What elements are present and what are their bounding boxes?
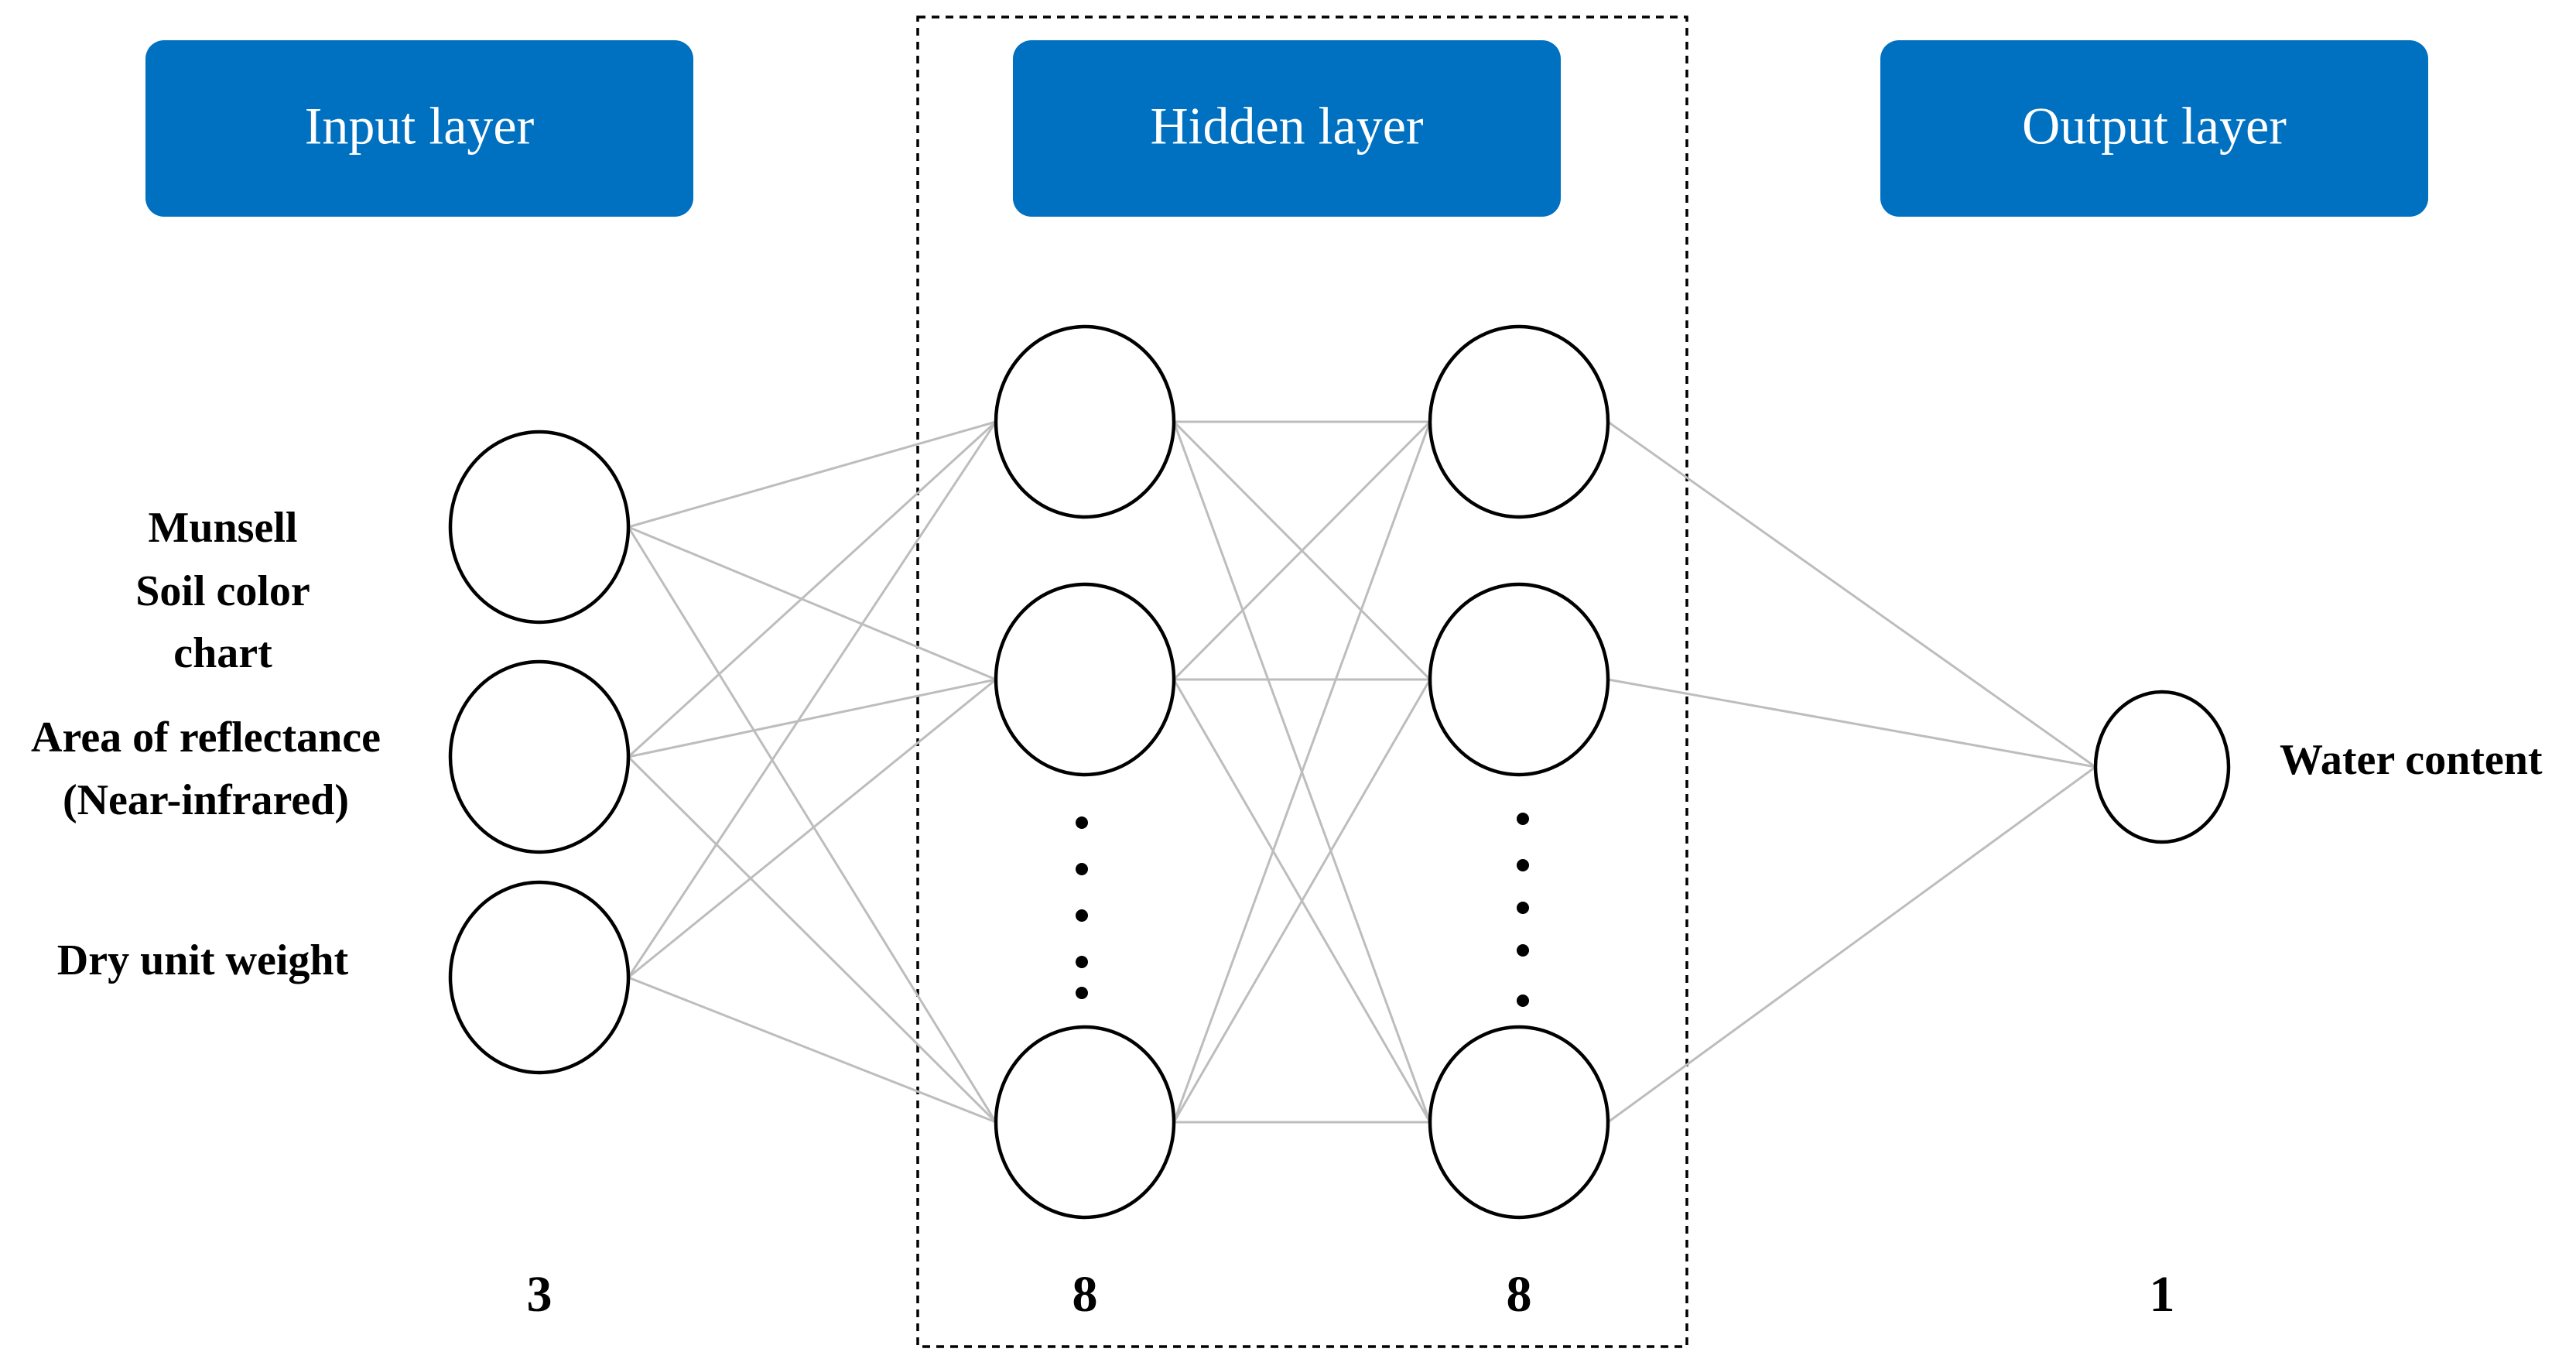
hidden-1-neuron-2 [994, 582, 1176, 777]
hidden-1-neuron-3 [994, 1025, 1176, 1220]
connection-hidden-1-2-to-hidden-2-1 [1172, 420, 1432, 681]
hidden-layer-title: Hidden layer [1150, 97, 1423, 156]
connections [627, 420, 2096, 1124]
water-content-label: Water content [2280, 736, 2543, 784]
hidden-layer-frame [916, 15, 1688, 1348]
connection-input-2-to-hidden-1-2 [628, 678, 997, 758]
connection-input-1-to-hidden-1-3 [627, 526, 997, 1123]
munsell-label-line2: Soil color [135, 567, 310, 615]
reflectance-label-line2: (Near-infrared) [63, 776, 349, 824]
munsell-label-line3: chart [173, 629, 272, 677]
connection-input-2-to-hidden-1-1 [627, 420, 997, 758]
reflectance-label-line1: Area of reflectance [31, 714, 381, 762]
connection-input-3-to-hidden-1-1 [627, 421, 997, 978]
hidden-layer-2-count: 8 [1507, 1266, 1532, 1323]
input-neuron-2 [448, 659, 631, 854]
output-layer-title: Output layer [2022, 97, 2287, 156]
input-layer-header: Input layer [145, 40, 693, 217]
munsell-label-line1: Munsell [149, 504, 298, 552]
hidden-2-neuron-2 [1428, 582, 1610, 777]
output-layer-header: Output layer [1880, 40, 2428, 217]
hidden-1-neuron-1 [994, 324, 1176, 519]
input-neuron-3 [448, 880, 631, 1075]
connection-hidden-2-2-to-output-1 [1607, 678, 2096, 769]
connection-hidden-2-3-to-output-1 [1607, 765, 2096, 1124]
hidden-1-ellipsis [1076, 816, 1088, 999]
connection-hidden-1-3-to-hidden-2-1 [1172, 421, 1432, 1123]
connection-input-2-to-hidden-1-3 [627, 755, 997, 1124]
output-neuron-1 [2093, 690, 2231, 844]
connection-hidden-2-1-to-output-1 [1607, 420, 2096, 769]
input-neuron-1 [448, 430, 631, 625]
hidden-2-neuron-3 [1428, 1025, 1610, 1220]
input-labels: Munsell Soil color chart Area of reflect… [31, 504, 381, 984]
hidden-2-ellipsis [1517, 813, 1529, 1007]
input-layer-count: 3 [527, 1266, 552, 1323]
neurons [448, 324, 2231, 1220]
output-layer-count: 1 [2150, 1266, 2175, 1323]
hidden-layer-1-count: 8 [1072, 1266, 1098, 1323]
hidden-2-neuron-1 [1428, 324, 1610, 519]
connection-input-1-to-hidden-1-1 [628, 420, 997, 529]
connection-hidden-1-3-to-hidden-2-2 [1172, 679, 1432, 1123]
dry-unit-weight-label: Dry unit weight [57, 936, 349, 984]
input-layer-title: Input layer [305, 97, 535, 156]
connection-input-3-to-hidden-1-3 [628, 976, 997, 1124]
hidden-layer-header: Hidden layer [1013, 40, 1561, 217]
connection-input-3-to-hidden-1-2 [628, 678, 997, 979]
connection-input-1-to-hidden-1-2 [628, 525, 997, 681]
